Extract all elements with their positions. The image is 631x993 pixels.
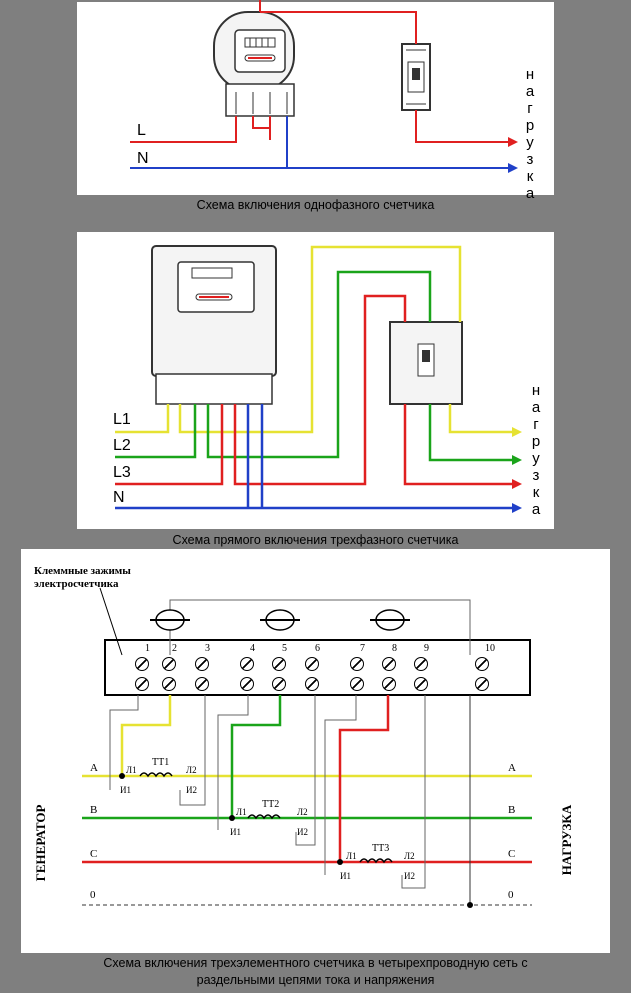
meter-counter [244,37,276,48]
tt3-i2: И2 [404,871,415,881]
load-letter: а [531,501,541,518]
terminal-screw [382,677,396,691]
terminal-screw [162,677,176,691]
load-letter: г [527,100,533,117]
tt2-label: ТТ2 [262,799,280,810]
generator-label: ГЕНЕРАТОР [33,804,48,882]
terminal-number-8: 8 [392,643,397,654]
terminal-screw [305,677,319,691]
caption-3b: раздельными цепями тока и напряжения [196,973,435,987]
terminal-screw [240,657,254,671]
neutral-left: 0 [90,889,96,901]
terminal-number-7: 7 [360,643,365,654]
caption-3a: Схема включения трехэлементного счетчика… [103,956,528,970]
tt2-l1: Л1 [236,807,247,817]
terminal-screw [305,657,319,671]
terminal-screw [195,677,209,691]
label-l2: L2 [113,437,131,454]
load-letter: р [525,117,535,134]
terminal-title-2: электросчетчика [34,578,119,590]
neutral-right: 0 [508,889,514,901]
tt1-l2: Л2 [186,765,197,775]
terminal-number-5: 5 [282,643,287,654]
terminal-number-3: 3 [205,643,210,654]
wire-l-out [252,116,271,129]
terminal-title-1: Клеммные зажимы [34,565,131,577]
label-n2: N [113,489,125,506]
terminal-screw [350,677,364,691]
load-letter: р [531,433,541,450]
tt1-i1: И1 [120,785,131,795]
wire-l [130,116,237,143]
meter-terminal-block [225,83,295,117]
caption-1: Схема включения однофазного счетчика [196,198,435,212]
tt1-l1: Л1 [126,765,137,775]
terminal-screw [414,677,428,691]
terminal-number-4: 4 [250,643,255,654]
terminal-screw [135,657,149,671]
tt1-i2: И2 [186,785,197,795]
load-letter: а [525,83,535,100]
label-l3: L3 [113,464,131,481]
phase-c-right: C [508,848,516,860]
tt2-i1: И1 [230,827,241,837]
phase-c-left: C [90,848,98,860]
tt2-l2: Л2 [297,807,308,817]
load-letter: а [531,399,541,416]
tt3-label: ТТ3 [372,843,390,854]
load-label-3: НАГРУЗКА [559,804,574,876]
label-n: N [137,150,149,167]
load-letter: г [533,416,539,433]
terminal-number-2: 2 [172,643,177,654]
tt2-i2: И2 [297,827,308,837]
terminal-number-1: 1 [145,643,150,654]
terminal-number-10: 10 [485,643,495,654]
meter3-terminals [155,373,273,405]
terminal-screw [272,657,286,671]
tt3-l2: Л2 [404,851,415,861]
tt3-l1: Л1 [346,851,357,861]
terminal-screw [475,657,489,671]
phase-b-right: B [508,804,516,816]
tt1-label: ТТ1 [152,757,170,768]
terminal-screw [475,677,489,691]
load-letter: у [526,134,534,151]
terminal-screw [350,657,364,671]
terminal-screw [162,657,176,671]
load-letter: а [525,185,535,202]
load-letter: з [526,151,534,168]
label-l1: L1 [113,411,131,428]
terminal-screw [240,677,254,691]
label-l: L [137,122,146,139]
terminal-number-6: 6 [315,643,320,654]
terminal-screw [382,657,396,671]
terminal-screw [272,677,286,691]
load-letter: н [531,382,541,399]
load-letter: к [532,484,540,501]
caption-2: Схема прямого включения трехфазного счет… [172,533,459,547]
phase-a-right: A [508,762,516,774]
terminal-screw [195,657,209,671]
terminal-screw [135,677,149,691]
terminal-number-9: 9 [424,643,429,654]
phase-a-left: A [90,762,98,774]
tt3-i1: И1 [340,871,351,881]
phase-b-left: B [90,804,98,816]
load-letter: з [532,467,540,484]
load-letter: к [526,168,534,185]
load-letter: н [525,66,535,83]
load-letter: у [532,450,540,467]
single-phase-panel [77,2,554,195]
terminal-screw [414,657,428,671]
